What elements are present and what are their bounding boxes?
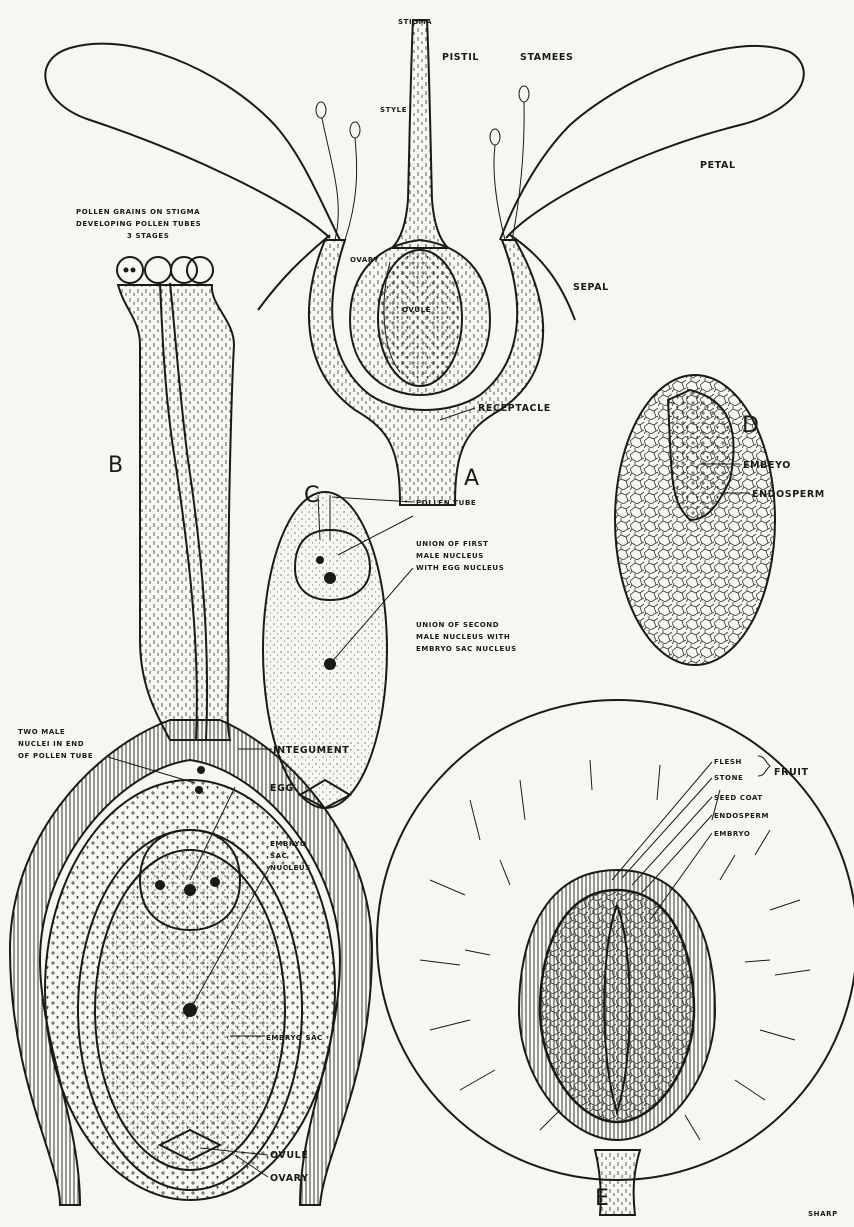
style-shape — [392, 20, 448, 248]
pollen-grain — [171, 257, 197, 283]
label-ovary-b: OVARY — [270, 1173, 309, 1184]
label-sac-line3: NUCLEUS — [270, 864, 311, 872]
label-stone: STONE — [714, 774, 743, 782]
label-union1-line3: WITH EGG NUCLEUS — [416, 564, 504, 572]
label-endosperm-d: ENDOSPERM — [752, 489, 825, 500]
label-two-male-line2: NUCLEI IN END — [18, 740, 84, 748]
label-petal: PETAL — [700, 160, 736, 171]
label-integument: INTEGUMENT — [273, 745, 349, 756]
pollen-grain — [117, 257, 143, 283]
label-endosperm-e: ENDOSPERM — [714, 812, 769, 820]
label-flesh: FLESH — [714, 758, 742, 766]
artist-signature: SHARP — [808, 1210, 838, 1218]
label-sepal: SEPAL — [573, 282, 609, 293]
figure-letter-e: E — [595, 1186, 609, 1211]
label-pistil: PISTIL — [442, 52, 479, 63]
label-union1-line2: MALE NUCLEUS — [416, 552, 484, 560]
label-receptacle: RECEPTACLE — [478, 403, 551, 414]
seed-e-shape — [540, 890, 694, 1122]
label-stamens: STAMEES — [520, 52, 573, 63]
label-sac-line1: EMBRYO — [270, 840, 306, 848]
label-union2-line3: EMBRYO SAC NUCLEUS — [416, 645, 517, 653]
label-seed-coat: SEED COAT — [714, 794, 763, 802]
label-ovary-a: OVARY — [350, 256, 380, 264]
label-union1-line1: UNION OF FIRST — [416, 540, 489, 548]
label-two-male-line3: OF POLLEN TUBE — [18, 752, 93, 760]
label-union2-line1: UNION OF SECOND — [416, 621, 499, 629]
label-pollen-line1: POLLEN GRAINS ON STIGMA — [76, 208, 200, 216]
figure-letter-c: C — [304, 483, 319, 508]
label-pollen-tube: POLLEN TUBE — [416, 499, 476, 507]
label-stigma: STIGMA — [398, 18, 432, 26]
pollen-grain — [145, 257, 171, 283]
figure-letter-b: B — [108, 453, 123, 478]
figure-letter-d: D — [742, 413, 759, 438]
figure-letter-a: A — [464, 466, 479, 491]
label-sac-line2: SAC — [270, 852, 287, 860]
label-ovule-b: OVULE — [270, 1150, 308, 1161]
label-embryo-d: EMBEYO — [743, 460, 791, 471]
label-style: STYLE — [380, 106, 407, 114]
pollen-grain — [187, 257, 213, 283]
label-ovule-a: OVULE — [402, 306, 431, 314]
petal-right-shape — [500, 46, 804, 240]
label-pollen-line3: 3 STAGES — [127, 232, 169, 240]
label-two-male-line1: TWO MALE — [18, 728, 65, 736]
ovule-shape — [378, 250, 462, 386]
label-fruit: FRUIT — [774, 767, 809, 778]
label-embryo-sac: EMBRYO SAC — [266, 1034, 323, 1042]
label-egg: EGG — [270, 783, 294, 794]
label-union2-line2: MALE NUCLEUS WITH — [416, 633, 510, 641]
label-pollen-line2: DEVELOPING POLLEN TUBES — [76, 220, 201, 228]
label-embryo-e: EMBRYO — [714, 830, 750, 838]
